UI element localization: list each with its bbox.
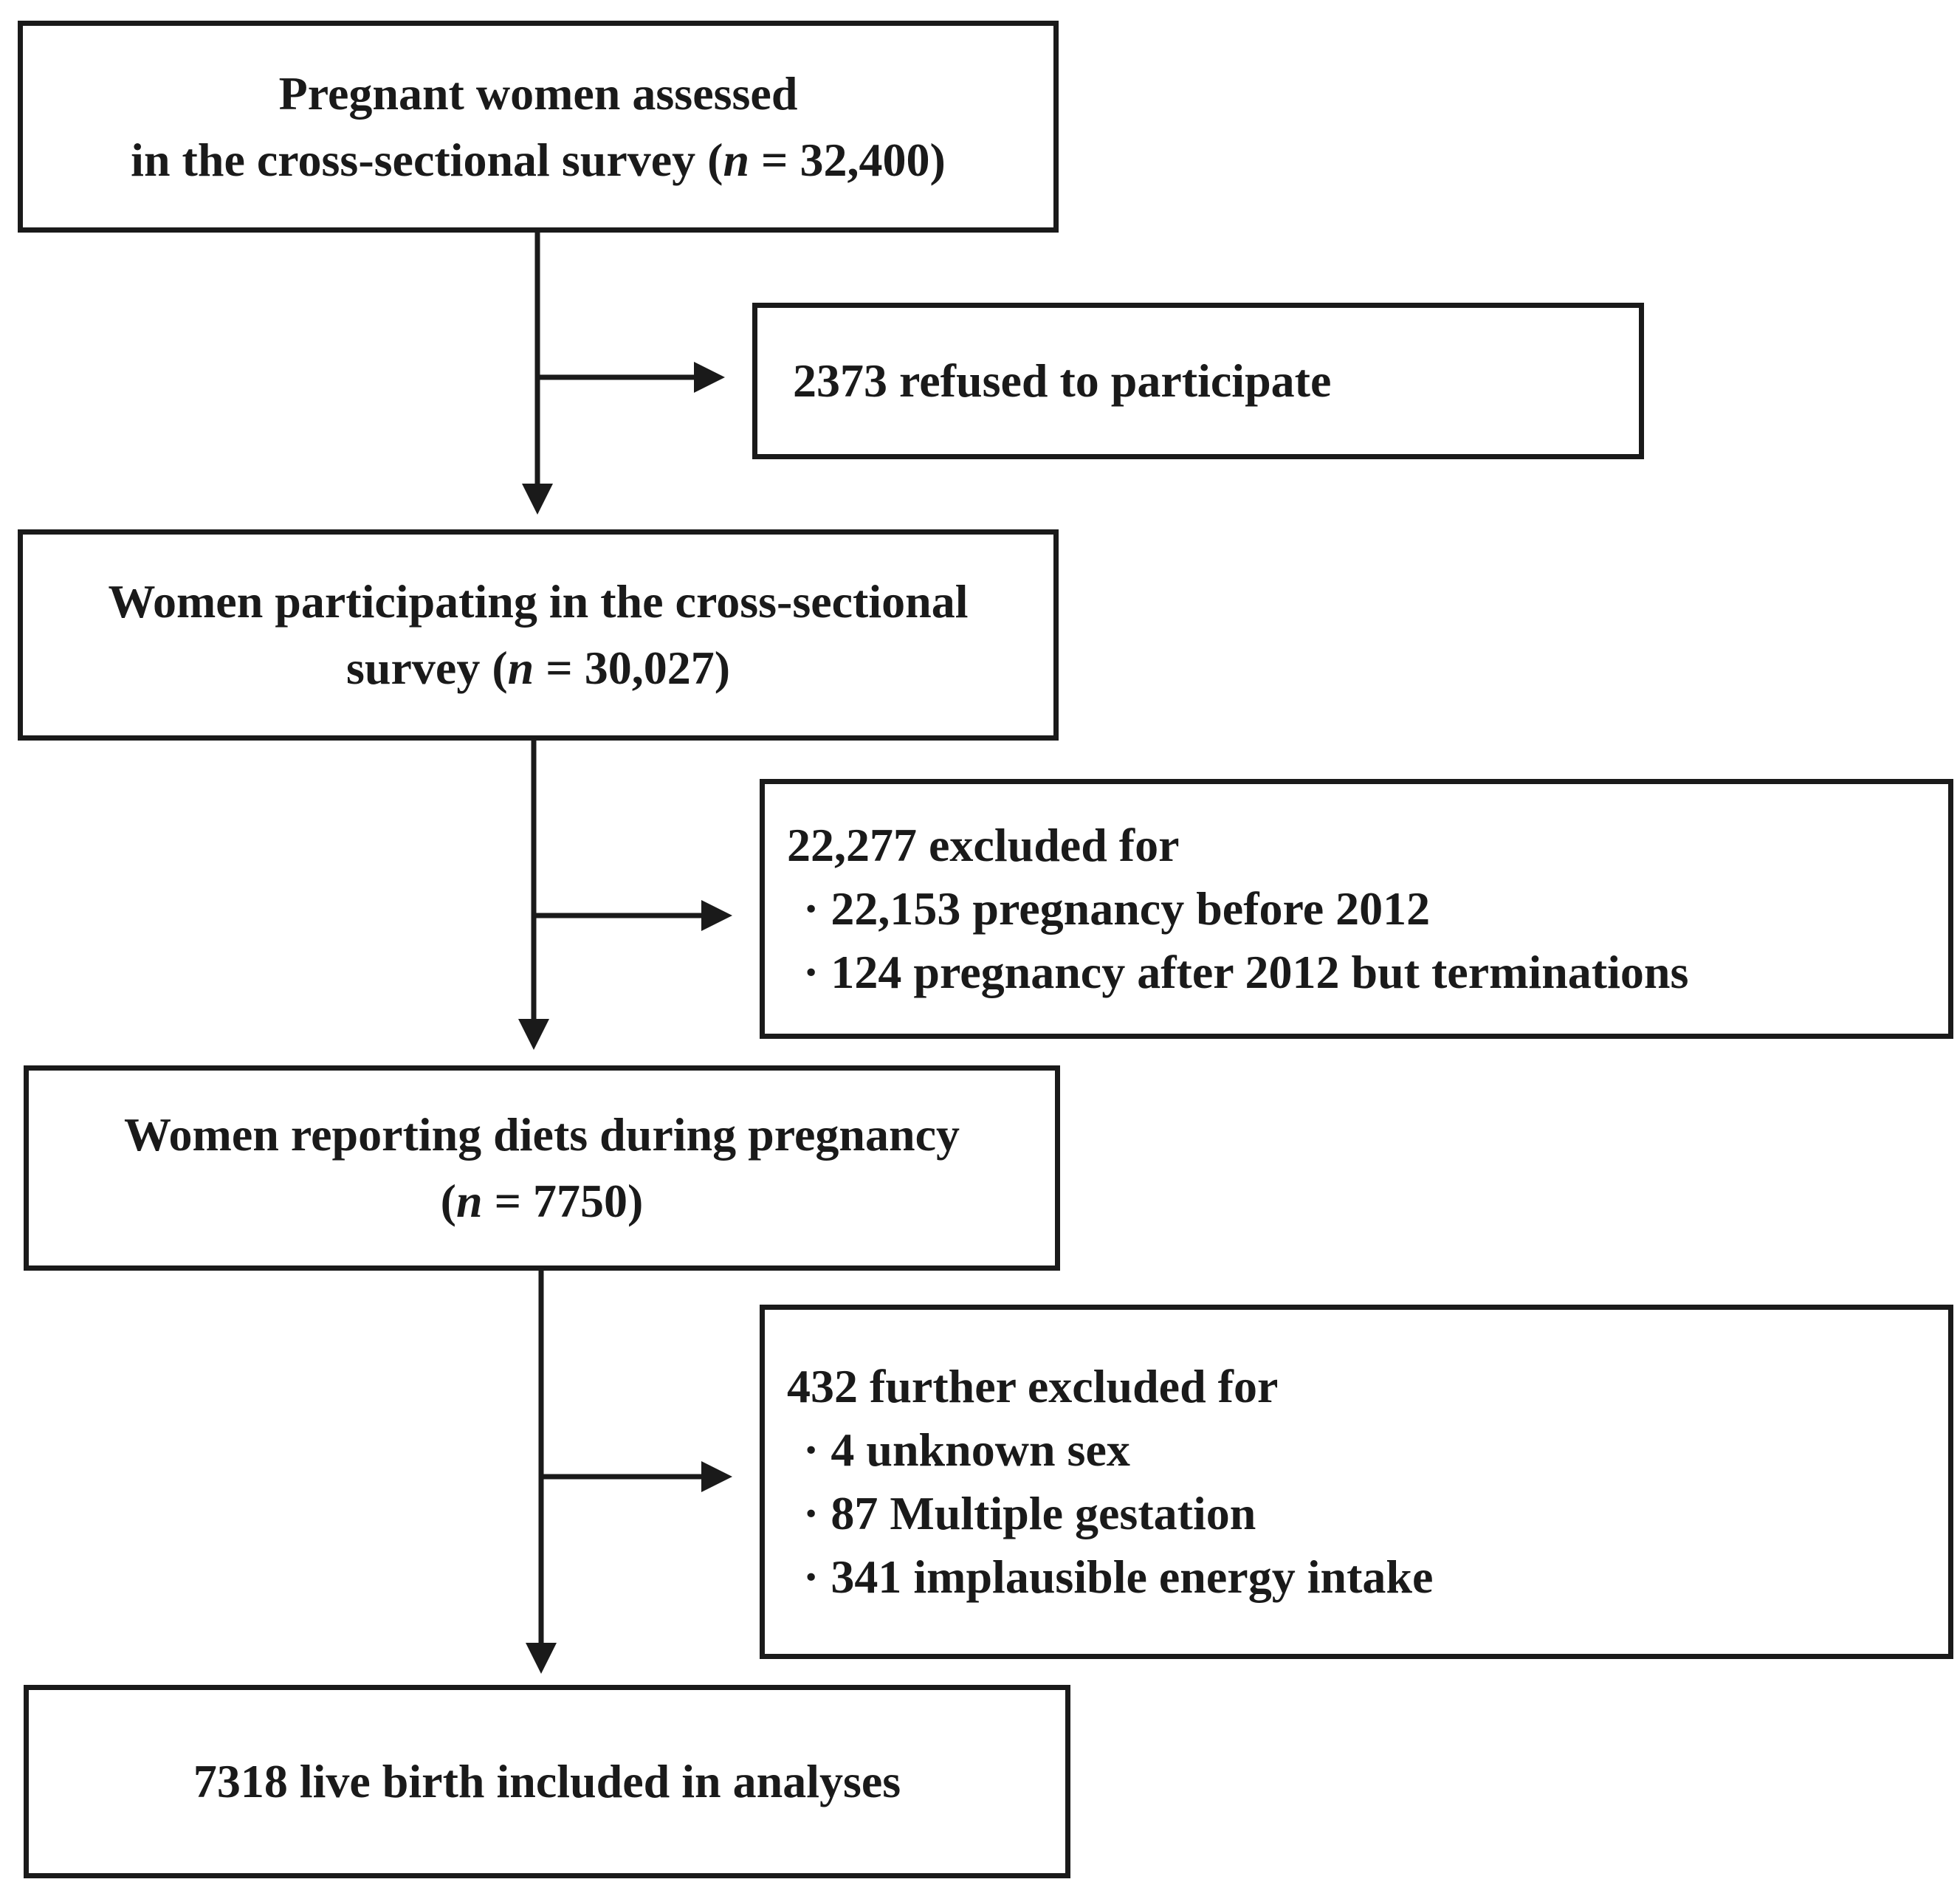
excluded1-item: · 124 pregnancy after 2012 but terminati… [803, 946, 1689, 998]
participating-line2: survey (n = 30,027) [346, 642, 730, 694]
diets-line2: (n = 7750) [440, 1175, 644, 1227]
box-final: 7318 live birth included in analyses [24, 1685, 1070, 1878]
excluded2-header: 432 further excluded for [787, 1360, 1279, 1412]
excluded1-item: · 22,153 pregnancy before 2012 [803, 882, 1431, 935]
final-text: 7318 live birth included in analyses [193, 1755, 901, 1807]
box-excluded-1: 22,277 excluded for · 22,153 pregnancy b… [760, 779, 1953, 1039]
participating-line1: Women participating in the cross-section… [108, 575, 969, 628]
excluded2-item: · 341 implausible energy intake [803, 1550, 1434, 1603]
box-excluded-2: 432 further excluded for · 4 unknown sex… [760, 1305, 1953, 1659]
assessed-line2: in the cross-sectional survey (n = 32,40… [131, 133, 946, 186]
box-participating: Women participating in the cross-section… [18, 529, 1059, 741]
assessed-line1: Pregnant women assessed [278, 66, 798, 120]
excluded2-item: · 4 unknown sex [803, 1423, 1130, 1476]
excluded1-header: 22,277 excluded for [787, 819, 1180, 871]
excluded2-item: · 87 Multiple gestation [803, 1487, 1256, 1539]
box-diets: Women reporting diets during pregnancy (… [24, 1065, 1060, 1271]
refused-text: 2373 refused to participate [793, 354, 1332, 407]
box-assessed: Pregnant women assessed in the cross-sec… [18, 21, 1059, 233]
box-refused: 2373 refused to participate [752, 303, 1644, 459]
diets-line1: Women reporting diets during pregnancy [124, 1108, 960, 1161]
